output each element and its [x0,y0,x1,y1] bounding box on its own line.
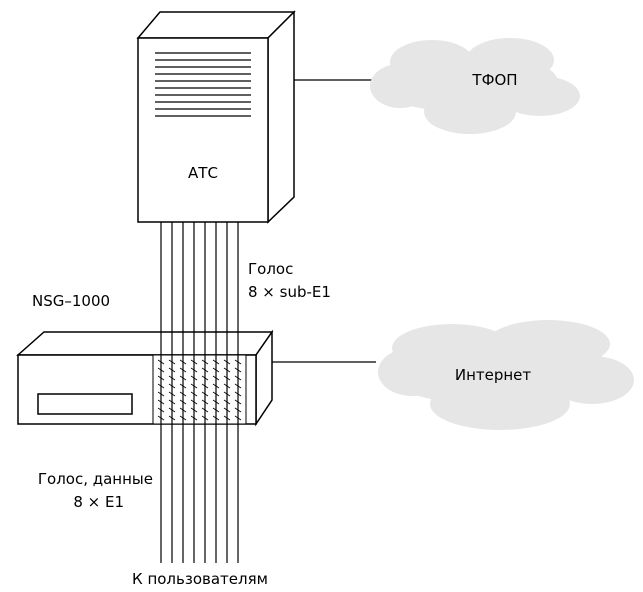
hatch-mark [212,359,220,365]
voice-data-label-1: Голос, данные [38,470,153,488]
hatch-mark [223,367,231,373]
hatch-mark [223,399,231,405]
device-display-slot [37,393,133,415]
ats-label: АТС [188,164,218,182]
hatch-mark [223,415,231,421]
hatch-mark [179,399,187,405]
hatch-mark [201,391,209,397]
hatch-mark [190,391,198,397]
hatch-mark [234,383,242,389]
hatch-mark [179,415,187,421]
hatch-mark [179,391,187,397]
hatch-mark [168,359,176,365]
hatch-mark [168,375,176,381]
hatch-mark [212,375,220,381]
hatch-mark [212,391,220,397]
pstn-cloud: ТФОП [294,38,580,134]
hatch-mark [190,375,198,381]
hatch-mark [157,375,165,381]
hatch-mark [201,399,209,405]
hatch-mark [201,415,209,421]
hatch-mark [234,415,242,421]
hatch-mark [168,367,176,373]
hatch-mark [223,391,231,397]
hatch-mark [157,415,165,421]
hatch-mark [223,375,231,381]
hatch-mark [168,415,176,421]
hatch-mark [168,399,176,405]
pstn-label: ТФОП [471,71,517,89]
internet-label: Интернет [455,366,532,384]
hatch-mark [179,375,187,381]
hatch-mark [234,391,242,397]
hatch-mark [168,407,176,413]
hatch-mark [201,359,209,365]
hatch-mark [179,359,187,365]
hatch-mark [223,383,231,389]
hatch-mark [234,407,242,413]
hatch-mark [157,391,165,397]
hatch-mark [201,375,209,381]
ats-vent-lines [155,52,251,117]
hatch-mark [168,391,176,397]
hatch-mark [168,383,176,389]
hatch-mark [190,399,198,405]
voice-data-label-2: 8 × E1 [73,493,124,511]
hatch-mark [157,359,165,365]
hatch-mark [234,359,242,365]
voice-top-label-1: Голос [248,260,293,278]
hatch-mark [212,399,220,405]
device-label: NSG–1000 [32,292,110,310]
hatch-mark [190,367,198,373]
hatch-mark [212,367,220,373]
hatch-mark [157,383,165,389]
hatch-mark [234,375,242,381]
hatch-mark [157,407,165,413]
users-label: К пользователям [132,570,268,588]
hatch-mark [234,399,242,405]
subscriber-lines [152,222,247,563]
hatch-mark [201,383,209,389]
hatch-mark [157,367,165,373]
hatch-mark [179,383,187,389]
hatch-mark [212,383,220,389]
hatch-mark [212,407,220,413]
hatch-mark [179,407,187,413]
hatch-mark [201,407,209,413]
hatch-mark [179,367,187,373]
line-crossing-band [152,354,247,425]
hatch-mark [157,399,165,405]
ats-box: АТС [136,10,296,224]
hatch-mark [190,407,198,413]
hatch-mark [223,407,231,413]
hatch-mark [212,415,220,421]
hatch-mark [190,415,198,421]
hatch-mark [201,367,209,373]
internet-cloud: Интернет [272,320,634,430]
hatch-mark [234,367,242,373]
hatch-mark [223,359,231,365]
hatch-mark [190,359,198,365]
voice-top-label-2: 8 × sub-E1 [248,283,331,301]
hatch-mark [190,383,198,389]
